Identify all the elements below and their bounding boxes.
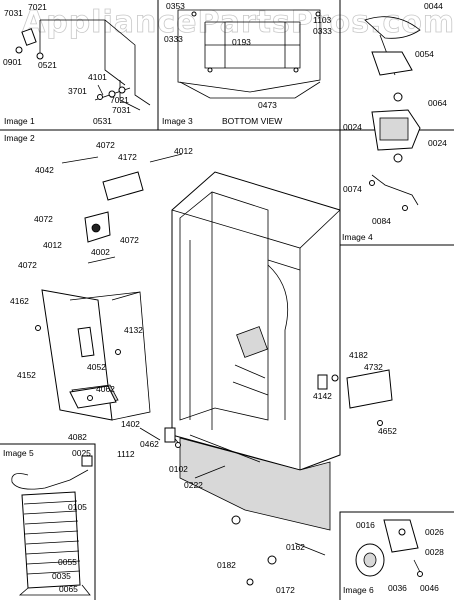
part-label-0162: 0162: [286, 542, 305, 552]
panel-caption-image6: Image 6: [343, 585, 374, 595]
part-label-0074: 0074: [343, 184, 362, 194]
hinge-bracket: [21, 28, 37, 46]
panel-caption-image4: Image 4: [342, 232, 373, 242]
part-label-0105: 0105: [68, 502, 87, 512]
panel-subcaption-bottom-view: BOTTOM VIEW: [222, 116, 282, 126]
part-label-4082: 4082: [68, 432, 87, 442]
part-label-0102: 0102: [169, 464, 188, 474]
part-label-0044: 0044: [424, 1, 443, 11]
panel-caption-image2: Image 2: [4, 133, 35, 143]
part-label-7021: 7021: [28, 2, 47, 12]
damper-assembly: [102, 171, 144, 201]
part-label-0182: 0182: [217, 560, 236, 570]
part-label-0172: 0172: [276, 585, 295, 595]
part-label-4182: 4182: [349, 350, 368, 360]
part-label-0333: 0333: [164, 34, 183, 44]
part-label-7031: 7031: [4, 8, 23, 18]
part-label-0026: 0026: [425, 527, 444, 537]
part-label-0064: 0064: [428, 98, 447, 108]
part-label-1402: 1402: [121, 419, 140, 429]
image5-panel: Image 5 0025 0105 0055 0035 0065: [3, 448, 93, 596]
part-label-0084: 0084: [372, 216, 391, 226]
part-label-0521: 0521: [38, 60, 57, 70]
image6-panel: 0016 0026 0028 0036 0046 Image 6: [343, 519, 444, 595]
part-label-0333: 0333: [313, 26, 332, 36]
panel-caption-image1: Image 1: [4, 116, 35, 126]
part-label-0025: 0025: [72, 448, 91, 458]
part-label-4652: 4652: [378, 426, 397, 436]
part-label-0193: 0193: [232, 37, 251, 47]
part-label-4002: 4002: [91, 247, 110, 257]
washer: [36, 52, 44, 60]
image2-panel: Image 2: [4, 133, 397, 595]
refrigerator-cabinet: [171, 171, 341, 471]
part-label-4072: 4072: [120, 235, 139, 245]
part-label-0462: 0462: [140, 439, 159, 449]
part-label-4142: 4142: [313, 391, 332, 401]
part-label-4012: 4012: [174, 146, 193, 156]
part-label-0028: 0028: [425, 547, 444, 557]
part-label-0055: 0055: [58, 557, 77, 567]
part-label-0353: 0353: [166, 1, 185, 11]
part-label-4052: 4052: [87, 362, 106, 372]
mounting-bracket: [371, 51, 413, 76]
part-label-0035: 0035: [52, 571, 71, 581]
part-label-0065: 0065: [59, 584, 78, 594]
image3-panel: 0353 1103 0333 0333 0193 0473 Image 3 BO…: [162, 1, 332, 126]
part-label-4172: 4172: [118, 152, 137, 162]
part-label-4162: 4162: [10, 296, 29, 306]
part-label-1112: 1112: [117, 449, 135, 459]
part-label-0016: 0016: [356, 520, 375, 530]
part-label-0473: 0473: [258, 100, 277, 110]
roller-bracket: [383, 519, 419, 553]
side-cover: [346, 369, 393, 409]
image4-panel: 0044 0054 0064 0024 0024 0074 0084 Image…: [342, 1, 447, 242]
part-label-4101: 4101: [88, 72, 107, 82]
part-label-4072: 4072: [34, 214, 53, 224]
part-label-0222: 0222: [184, 480, 203, 490]
part-label-0901: 0901: [3, 57, 22, 67]
part-label-4012: 4012: [43, 240, 62, 250]
part-label-7031: 7031: [112, 105, 131, 115]
evaporator-coil: [21, 491, 81, 589]
part-label-0531: 0531: [93, 116, 112, 126]
part-label-3701: 3701: [68, 86, 87, 96]
part-label-4732: 4732: [364, 362, 383, 372]
part-label-0024: 0024: [343, 122, 362, 132]
image1-panel: 7031 7021 0901 0521 4101 3701 7021 7031 …: [3, 2, 151, 126]
part-label-4042: 4042: [35, 165, 54, 175]
part-label-4132: 4132: [124, 325, 143, 335]
watermark: AppliancePartsPros.com: [22, 5, 454, 40]
part-label-4072: 4072: [18, 260, 37, 270]
part-label-1103: 1103: [313, 15, 332, 25]
part-label-0046: 0046: [420, 583, 439, 593]
part-label-0036: 0036: [388, 583, 407, 593]
screw: [15, 46, 23, 54]
part-label-7021: 7021: [110, 95, 129, 105]
part-label-4152: 4152: [17, 370, 36, 380]
part-label-4072: 4072: [96, 140, 115, 150]
part-label-0054: 0054: [415, 49, 434, 59]
panel-caption-image5: Image 5: [3, 448, 34, 458]
panel-caption-image3: Image 3: [162, 116, 193, 126]
part-label-0024: 0024: [428, 138, 447, 148]
part-label-4062: 4062: [96, 384, 115, 394]
